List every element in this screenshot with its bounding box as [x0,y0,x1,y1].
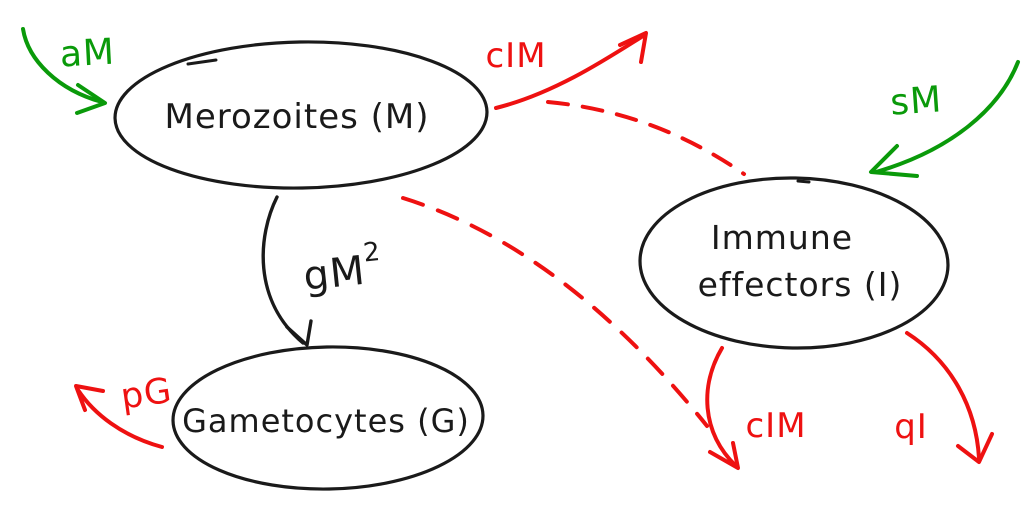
cIM-top-arrow-shaft [494,34,645,110]
aM-label: aM [59,32,116,76]
qI-arrow-shaft [905,331,981,460]
cIM-bottom-arrowhead [708,441,740,470]
edge-gM2: gM2 [261,195,385,347]
cIM-top-arrowhead [618,31,648,64]
node-merozoites: Merozoites (M) [113,40,489,190]
pen-overlap-stroke [796,179,811,184]
immune-effectors-ellipse [638,176,950,350]
gM2-label: gM2 [300,237,385,300]
gM2-arrow-shaft [261,195,305,345]
immune-effectors-label-line1: Immune [711,218,853,257]
pen-overlap-stroke [186,58,218,66]
sM-arrowhead [869,144,919,178]
merozoites-ellipse [113,40,489,190]
sM-label: sM [889,79,944,124]
cIM-bottom-label: cIM [745,406,806,446]
gametocytes-label: Gametocytes (G) [182,402,470,440]
node-immune-effectors: Immune effectors (I) [638,176,950,350]
dashed-link-top [546,100,746,176]
pG-label: pG [118,371,174,418]
aM-arrow-shaft [21,27,104,104]
pG-arrow-shaft [76,388,164,449]
immune-effectors-label-line2: effectors (I) [698,265,903,304]
dashed-link-bottom [401,196,709,428]
merozoites-label: Merozoites (M) [164,97,429,137]
edge-cIM-top: cIM [485,31,648,110]
qI-label: qI [894,407,928,447]
gM2-label-superscript: 2 [362,237,383,269]
edge-sM: sM [869,60,1020,178]
qI-arrowhead [956,432,994,464]
gM2-arrowhead [285,319,313,347]
edge-aM: aM [21,27,116,115]
node-gametocytes: Gametocytes (G) [171,345,485,491]
gametocytes-ellipse [171,345,485,491]
gM2-label-base: gM [301,248,367,300]
edge-qI: qI [894,331,994,464]
edge-pG: pG [74,371,175,449]
cIM-top-label: cIM [485,36,546,76]
aM-arrowhead [75,83,107,115]
pG-arrowhead [74,384,105,412]
sM-arrow-shaft [874,60,1020,174]
edge-cIM-bottom: cIM [705,346,806,470]
cIM-bottom-arrow-shaft [705,346,738,468]
